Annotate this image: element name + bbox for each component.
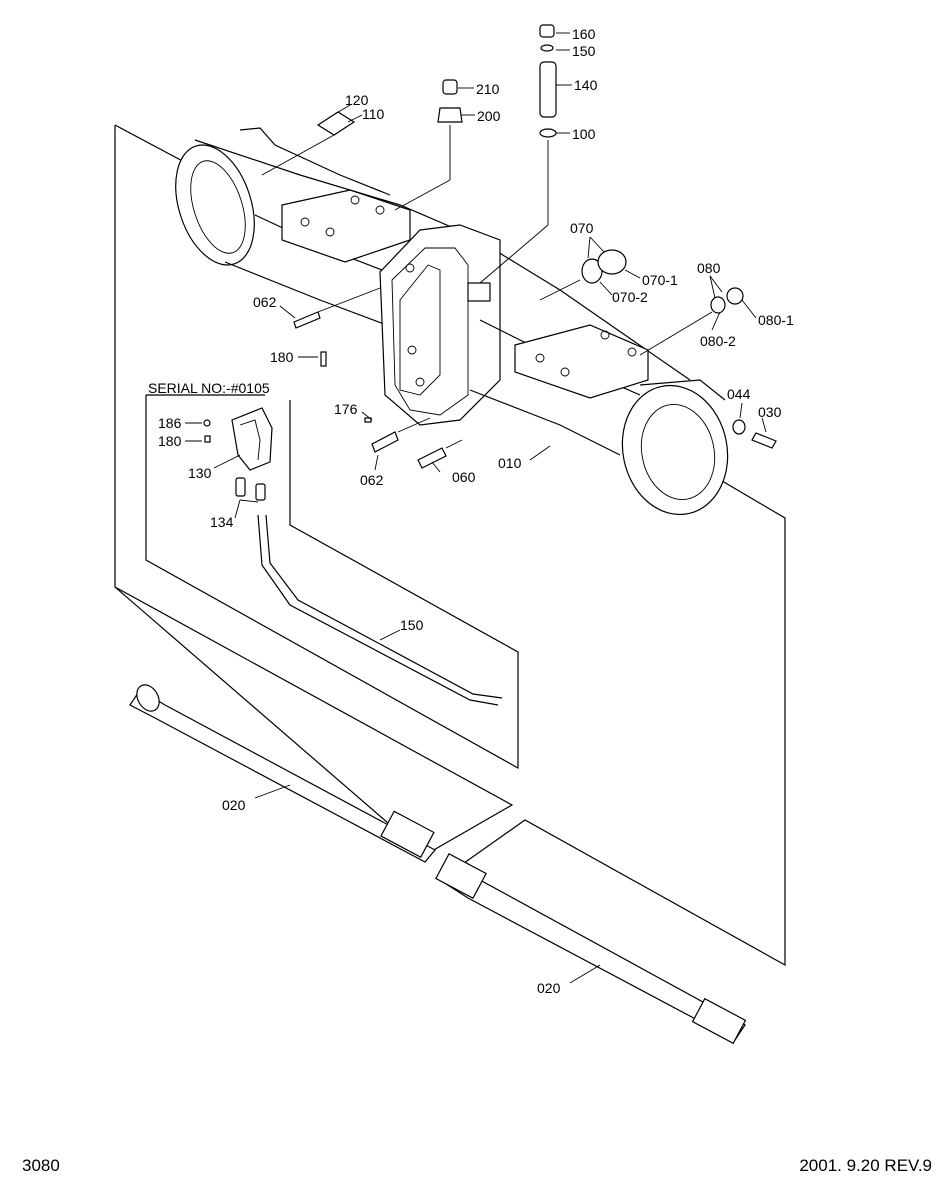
callout-110: 110: [362, 106, 385, 122]
cover-plate-110: [261, 111, 356, 176]
axle-shaft-upper: [129, 684, 436, 863]
callout-062-top: 062: [253, 294, 277, 310]
callout-020-lower: 020: [537, 980, 561, 996]
callout-130: 130: [188, 465, 212, 481]
callout-030: 030: [758, 404, 782, 420]
callout-080-1: 080-1: [758, 312, 794, 328]
axle-shaft-lower: [435, 852, 747, 1045]
callout-010: 010: [498, 455, 522, 471]
revision-date: 2001. 9.20 REV.9: [799, 1156, 932, 1175]
callout-120: 120: [345, 92, 369, 108]
callout-080: 080: [697, 260, 721, 276]
callout-070: 070: [570, 220, 594, 236]
callout-160: 160: [572, 26, 596, 42]
frame-lines: [114, 124, 786, 967]
axle-housing: [175, 127, 729, 516]
callout-134: 134: [210, 514, 234, 530]
callout-186: 186: [158, 415, 182, 431]
callout-100: 100: [572, 126, 596, 142]
inset-parts: [203, 407, 503, 706]
callout-200: 200: [477, 108, 501, 124]
callout-080-2: 080-2: [700, 333, 736, 349]
serial-inset-box: [145, 394, 519, 770]
bolts: [293, 287, 777, 469]
callout-176: 176: [334, 401, 358, 417]
callout-062-bottom: 062: [360, 472, 384, 488]
callout-020-upper: 020: [222, 797, 246, 813]
callout-labels: 160 150 140 100 210 200 120 110 070 070-…: [148, 26, 794, 996]
breather-stack: [479, 24, 557, 284]
callout-150-pipe: 150: [400, 617, 424, 633]
callout-150-top: 150: [572, 43, 596, 59]
fitting-200-210: [394, 79, 463, 211]
callout-070-2: 070-2: [612, 289, 648, 305]
callout-180-inset: 180: [158, 433, 182, 449]
callout-210: 210: [476, 81, 500, 97]
serial-note: SERIAL NO:-#0105: [148, 380, 270, 396]
callout-060: 060: [452, 469, 476, 485]
plug-070: [539, 249, 627, 301]
callout-140: 140: [574, 77, 598, 93]
callout-044: 044: [727, 386, 751, 402]
leader-lines: [185, 32, 767, 984]
callout-180-top: 180: [270, 349, 294, 365]
page-code: 3080: [22, 1156, 60, 1175]
plug-080: [639, 287, 744, 356]
callout-070-1: 070-1: [642, 272, 678, 288]
